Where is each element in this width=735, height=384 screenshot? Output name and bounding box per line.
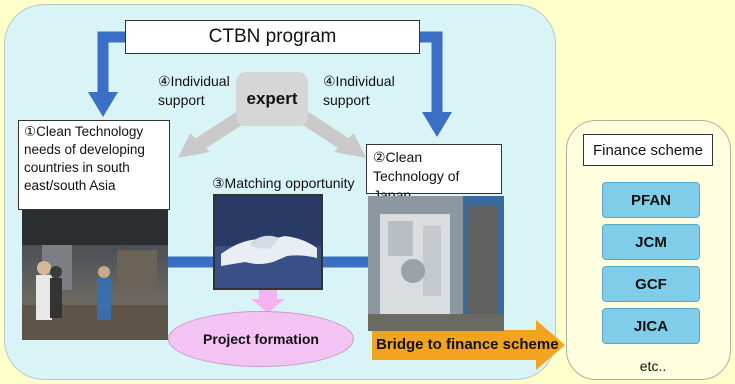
pink-arrow-shaft: [259, 290, 277, 300]
ctbn-arrow-left-head: [88, 92, 118, 117]
finance-item-gcf: GCF: [602, 266, 700, 302]
japan-machine-photo: [368, 196, 504, 331]
handshake-image: [213, 194, 323, 290]
developing-countries-needs-box: ①Clean Technology needs of developing co…: [18, 120, 170, 210]
finance-scheme-title-box: Finance scheme: [583, 134, 713, 166]
factory-visit-photo: [22, 210, 168, 340]
bridge-arrow: [372, 320, 565, 370]
handshake-illustration: [215, 196, 321, 288]
finance-etc-label: etc..: [639, 358, 667, 374]
finance-item-pfan: PFAN: [602, 182, 700, 218]
finance-item-label: JCM: [635, 233, 667, 251]
expert-arrow-left-head: [178, 133, 210, 158]
finance-item-label: JICA: [633, 317, 669, 335]
expert-arrow-right: [301, 112, 350, 151]
matching-opportunity-label: ③Matching opportunity: [212, 175, 355, 191]
machine-illustration: [368, 196, 504, 331]
individual-support-left: ④Individual support: [158, 73, 230, 108]
bridge-to-finance-label: Bridge to finance scheme: [376, 336, 559, 353]
finance-scheme-title: Finance scheme: [592, 141, 704, 159]
ctbn-arrow-left: [97, 31, 125, 92]
finance-item-label: GCF: [635, 275, 667, 293]
ctbn-program-label: CTBN program: [208, 26, 337, 47]
ctbn-program-box: CTBN program: [125, 20, 420, 54]
expert-box: expert: [236, 72, 308, 126]
japan-technology-box: ②Clean Technology of Japan: [366, 144, 502, 203]
project-formation-ellipse: Project formation: [168, 311, 354, 367]
needs-text: ①Clean Technology needs of developing co…: [24, 124, 145, 193]
ctbn-arrow-right: [420, 31, 443, 112]
finance-item-jcm: JCM: [602, 224, 700, 260]
finance-item-jica: JICA: [602, 308, 700, 344]
individual-support-right: ④Individual support: [323, 73, 395, 108]
finance-item-label: PFAN: [630, 191, 671, 209]
ctbn-arrow-right-head: [422, 112, 452, 137]
project-formation-label: Project formation: [203, 331, 319, 347]
expert-label: expert: [246, 89, 298, 108]
factory-visit-illustration: [22, 210, 168, 340]
pink-arrow-head: [251, 299, 285, 313]
expert-arrow-right-head: [334, 133, 366, 158]
expert-arrow-left: [194, 112, 244, 151]
